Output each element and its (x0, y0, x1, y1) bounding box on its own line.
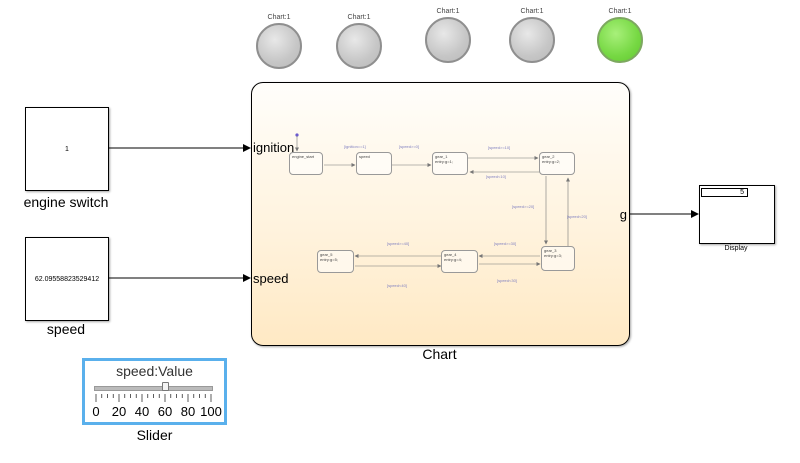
state-gear-5-entry: entry:g=5; (320, 257, 338, 262)
lamp-title: Chart:1 (436, 8, 460, 15)
slider-title: speed:Value (116, 363, 193, 379)
transition-label: [speed<40] (387, 283, 407, 288)
transition-label: [speed>=10] (488, 145, 511, 150)
lamp-5[interactable]: Chart:1 (590, 8, 650, 63)
speed-block-value: 62.09558823529412 (34, 275, 100, 283)
slider-tick-label: 0 (92, 404, 100, 419)
slider-block[interactable]: speed:Value 0 20 40 60 80 100 (82, 358, 227, 425)
state-gear-1[interactable]: gear_1 entry:g=1; (432, 152, 468, 175)
engine-switch-label: engine switch (23, 194, 109, 210)
state-gear-1-name: gear_1 (435, 154, 448, 159)
chart-label: Chart (422, 346, 457, 362)
state-gear-5[interactable]: gear_5 entry:g=5; (317, 250, 354, 273)
state-engine-start-name: engine_start (292, 154, 315, 159)
state-speed-name: speed (359, 154, 370, 159)
lamp-2-indicator (336, 23, 382, 69)
state-gear-5-name: gear_5 (320, 252, 333, 257)
input-port-ignition: ignition (253, 140, 295, 155)
engine-switch-block[interactable]: 1 (25, 107, 109, 191)
lamp-4-indicator (509, 17, 555, 63)
state-gear-1-entry: entry:g=1; (435, 159, 453, 164)
lamp-title: Chart:1 (608, 8, 632, 15)
lamp-1-indicator (256, 23, 302, 69)
state-gear-2-entry: entry:g=2; (542, 159, 560, 164)
speed-block[interactable]: 62.09558823529412 (25, 237, 109, 321)
transition-label: [speed<20] (567, 214, 587, 219)
state-gear-3[interactable]: gear_3 entry:g=3; (541, 246, 575, 271)
lamp-title: Chart:1 (520, 8, 544, 15)
transition-label: [speed>=30] (494, 241, 517, 246)
slider-tick-label: 100 (200, 404, 222, 419)
lamp-4[interactable]: Chart:1 (502, 8, 562, 63)
slider-scale (95, 394, 212, 402)
chart-block[interactable]: ignition speed g engine_start speed gear… (251, 82, 630, 346)
slider-label: Slider (136, 427, 173, 443)
lamp-2[interactable]: Chart:1 (329, 14, 389, 69)
lamp-5-indicator (597, 17, 643, 63)
state-gear-3-entry: entry:g=3; (544, 253, 562, 258)
engine-switch-value: 1 (65, 145, 69, 153)
input-port-speed: speed (253, 271, 289, 286)
slider-tick-label: 60 (157, 404, 173, 419)
transition-label: [speed>=20] (512, 204, 535, 209)
slider-thumb[interactable] (161, 382, 169, 391)
slider-track[interactable] (94, 386, 213, 391)
lamp-3[interactable]: Chart:1 (418, 8, 478, 63)
transition-label: [speed<10] (486, 174, 506, 179)
display-value: 5 (701, 188, 748, 197)
transition-label: [ignition==1] (344, 144, 366, 149)
slider-tick-label: 80 (180, 404, 196, 419)
lamp-title: Chart:1 (347, 14, 371, 21)
state-gear-4-entry: entry:g=4; (444, 257, 462, 262)
lamp-3-indicator (425, 17, 471, 63)
transition-label: [speed<30] (497, 278, 517, 283)
state-gear-3-name: gear_3 (544, 248, 557, 253)
slider-tick-label: 20 (111, 404, 127, 419)
speed-block-label: speed (46, 321, 86, 337)
state-gear-2-name: gear_2 (542, 154, 555, 159)
state-transition-lines (295, 133, 570, 268)
output-port-g: g (619, 207, 627, 222)
state-gear-2[interactable]: gear_2 entry:g=2; (539, 152, 575, 175)
transition-label: [speed>=0] (399, 144, 420, 149)
transition-label: [speed>=40] (387, 241, 410, 246)
state-speed[interactable]: speed (356, 152, 392, 175)
slider-tick-label: 40 (134, 404, 150, 419)
lamp-title: Chart:1 (267, 14, 291, 21)
display-label: Display (724, 245, 748, 252)
state-gear-4-name: gear_4 (444, 252, 457, 257)
lamp-1[interactable]: Chart:1 (249, 14, 309, 69)
state-gear-4[interactable]: gear_4 entry:g=4; (441, 250, 478, 273)
state-engine-start[interactable]: engine_start (289, 152, 323, 175)
